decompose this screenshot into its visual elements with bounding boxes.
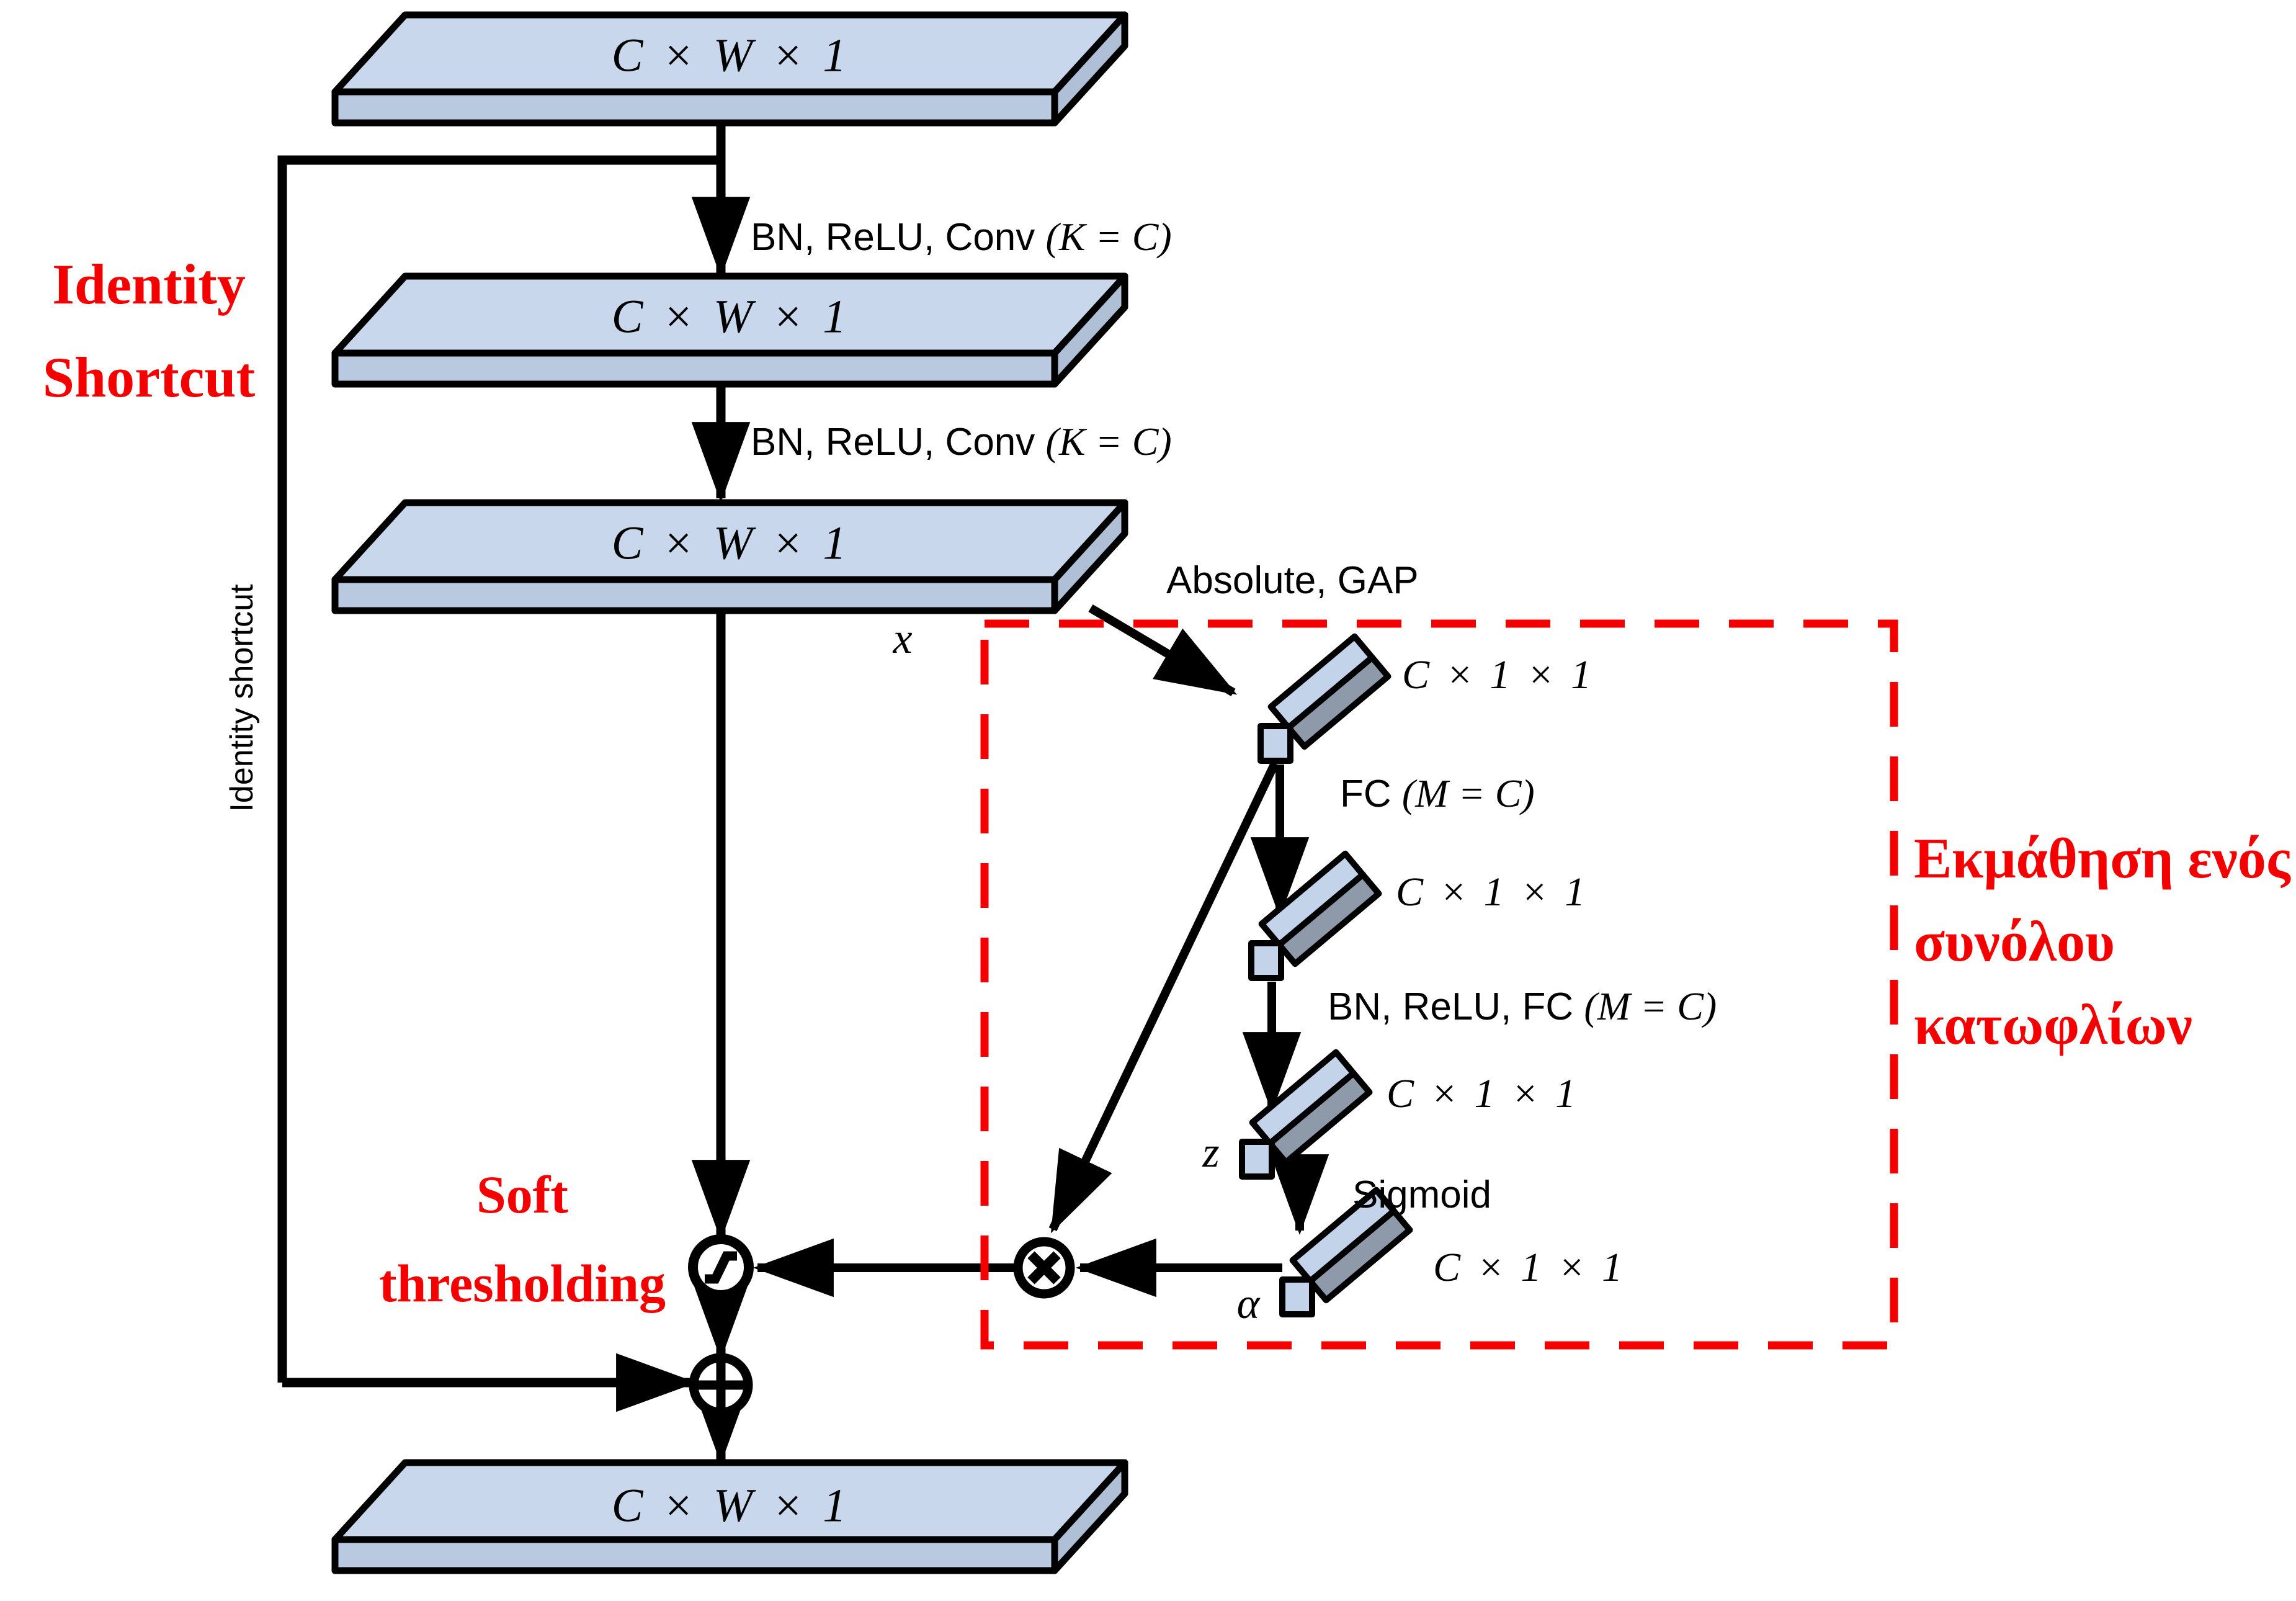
slab-1-dim-label: C × W × 1 [611, 29, 851, 82]
sigmoid-label: Sigmoid [1352, 1173, 1491, 1216]
threshold-branch-arrows [753, 604, 1329, 1298]
identity-shortcut-path [277, 155, 721, 1412]
threshold-learning-greek-line-2: συνόλου [1914, 910, 2115, 973]
threshold-learning-greek-line-3: κατωφλίων [1914, 993, 2192, 1056]
var-alpha-label: α [1236, 1280, 1260, 1328]
vector-block-fc1 [1248, 850, 1382, 981]
slab-2-dim-label: C × W × 1 [611, 290, 851, 343]
feature-map-slab-1 [331, 11, 1128, 127]
vector-2-dim-label: C × 1 × 1 [1396, 869, 1589, 915]
soft-thresholding-label-line-1: Soft [476, 1165, 569, 1224]
feature-map-slab-2 [331, 272, 1128, 388]
var-x-label: x [893, 615, 913, 663]
var-z-label: z [1202, 1129, 1220, 1177]
soft-threshold-icon [688, 1234, 754, 1300]
vector-block-fc2 [1239, 1049, 1373, 1180]
threshold-learning-dashed-box [980, 619, 1898, 1350]
identity-shortcut-vertical-label: Identity shortcut [224, 584, 260, 812]
bn-relu-fc-label: BN, ReLU, FC (M = C) [1328, 984, 1717, 1028]
fc-label: FC (M = C) [1340, 771, 1535, 815]
vector-4-dim-label: C × 1 × 1 [1433, 1245, 1626, 1290]
identity-shortcut-red-line-2: Shortcut [42, 346, 256, 409]
soft-thresholding-label-line-2: thresholding [379, 1253, 666, 1313]
add-icon [689, 1353, 753, 1417]
vector-1-dim-label: C × 1 × 1 [1402, 652, 1595, 697]
conv-label-2: BN, ReLU, Conv (K = C) [751, 419, 1172, 464]
threshold-learning-greek-line-1: Εκμάθηση ενός [1914, 827, 2290, 890]
vector-3-dim-label: C × 1 × 1 [1387, 1071, 1579, 1116]
identity-shortcut-red-line-1: Identity [52, 253, 246, 316]
multiply-icon [1013, 1237, 1075, 1299]
absolute-gap-label: Absolute, GAP [1166, 559, 1419, 602]
vector-block-gap [1257, 633, 1391, 764]
feature-map-slab-3 [331, 499, 1128, 614]
vector-block-alpha [1279, 1186, 1413, 1317]
feature-map-slab-4 [331, 1459, 1128, 1574]
slab-3-dim-label: C × W × 1 [611, 517, 851, 570]
slab-4-dim-label: C × W × 1 [611, 1479, 851, 1532]
conv-label-1: BN, ReLU, Conv (K = C) [751, 215, 1172, 259]
